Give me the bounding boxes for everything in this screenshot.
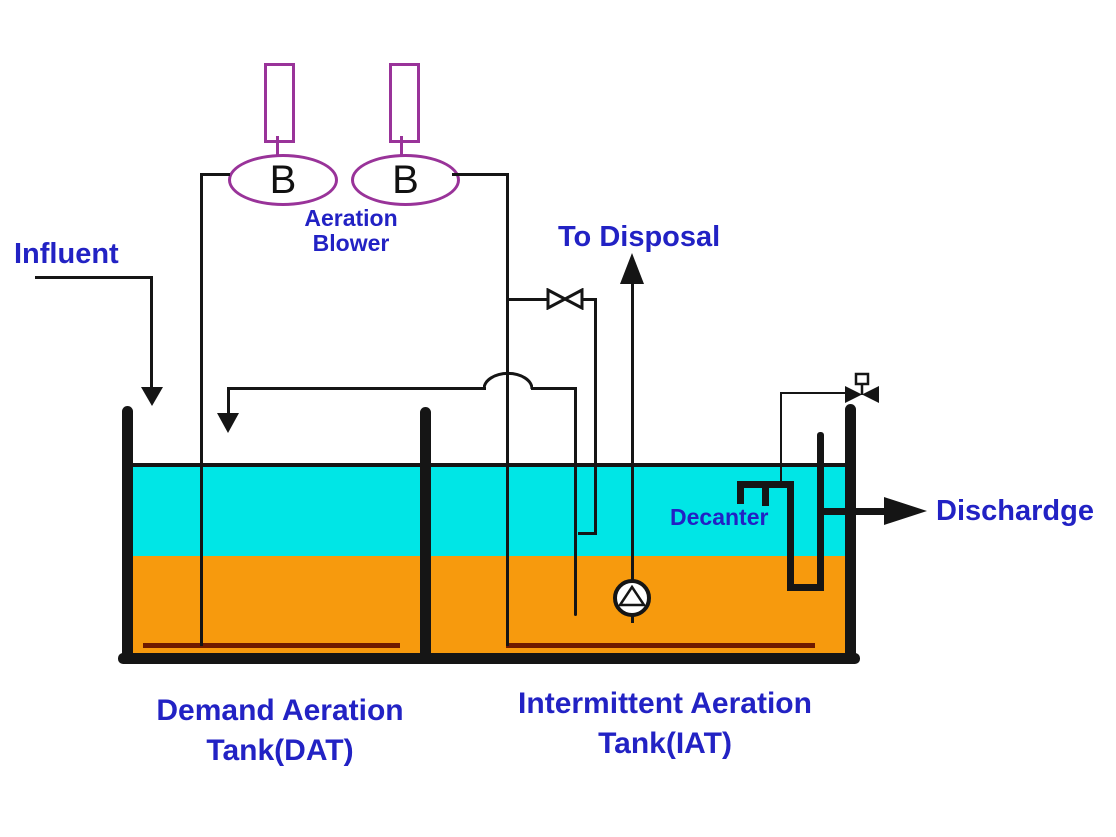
transfer-pipe-left bbox=[228, 387, 486, 390]
blower-right-symbol: B bbox=[351, 154, 460, 206]
blower-right-pipe-horizontal bbox=[452, 173, 509, 176]
decanter-trap-bottom bbox=[787, 584, 824, 591]
dat-tank-label-line1: Demand Aeration bbox=[156, 694, 404, 727]
iat-tank-label: Intermittent Aeration Tank(IAT) bbox=[470, 684, 860, 764]
branch-valve-icon bbox=[546, 288, 584, 310]
influent-arrowhead bbox=[141, 387, 163, 406]
influent-pipe-horizontal bbox=[35, 276, 153, 279]
transfer-return-drop bbox=[227, 387, 230, 414]
water-surface-line bbox=[133, 463, 845, 467]
to-disposal-arrowhead bbox=[620, 253, 644, 284]
decanter-downpipe bbox=[787, 481, 794, 591]
supernatant-layer bbox=[133, 467, 845, 556]
transfer-return-arrowhead bbox=[217, 413, 239, 433]
blower-right-motor bbox=[389, 63, 420, 143]
transfer-pipe-bridge bbox=[483, 371, 533, 390]
branch-pipe-1 bbox=[509, 298, 549, 301]
pump-suction-stub bbox=[631, 614, 634, 623]
blower-left-pipe-vertical bbox=[200, 173, 203, 646]
branch-pipe-down bbox=[594, 298, 597, 535]
aeration-blower-caption: Aeration Blower bbox=[270, 206, 432, 256]
transfer-suction-pipe bbox=[574, 387, 577, 616]
decanter-prong-left bbox=[737, 481, 744, 504]
decanter-label: Decanter bbox=[670, 504, 769, 530]
discharge-label: Dischardge bbox=[936, 495, 1094, 527]
blower-right-label: B bbox=[392, 157, 419, 202]
tank-floor bbox=[118, 653, 860, 664]
branch-pipe-tee bbox=[578, 532, 597, 535]
sludge-layer bbox=[133, 556, 845, 653]
iat-diffuser-header bbox=[506, 643, 815, 648]
tank-wall-left bbox=[122, 406, 133, 664]
dat-diffuser-header bbox=[143, 643, 400, 648]
blower-right-stem bbox=[400, 136, 403, 155]
iat-tank-label-line2: Tank(IAT) bbox=[598, 727, 732, 760]
blower-left-pipe-horizontal bbox=[200, 173, 230, 176]
tank-wall-right bbox=[845, 404, 856, 664]
decanter-valve-icon bbox=[845, 372, 879, 403]
discharge-arrowhead bbox=[884, 497, 927, 525]
decanter-prong-middle bbox=[762, 481, 769, 506]
tank-partition-wall bbox=[420, 407, 431, 664]
blower-right-pipe-vertical bbox=[506, 173, 509, 646]
to-disposal-pipe bbox=[631, 283, 634, 581]
dat-tank-label-line2: Tank(DAT) bbox=[206, 734, 354, 767]
decanter-valve-line-vertical bbox=[780, 393, 782, 481]
blower-left-motor bbox=[264, 63, 295, 143]
blower-left-stem bbox=[276, 136, 279, 155]
blower-left-label: B bbox=[269, 157, 297, 202]
decanter-valve-line-horizontal bbox=[780, 392, 846, 394]
influent-pipe-vertical bbox=[150, 276, 153, 388]
aeration-blower-caption-line1: Aeration bbox=[304, 205, 398, 231]
dat-tank-label: Demand Aeration Tank(DAT) bbox=[110, 691, 450, 771]
influent-label: Influent bbox=[14, 238, 119, 270]
to-disposal-label: To Disposal bbox=[558, 221, 721, 253]
iat-tank-label-line1: Intermittent Aeration bbox=[518, 687, 812, 720]
branch-pipe-2 bbox=[581, 298, 597, 301]
aeration-blower-caption-line2: Blower bbox=[312, 230, 390, 256]
blower-left-symbol: B bbox=[228, 154, 338, 206]
transfer-pipe-right bbox=[531, 387, 576, 390]
pump-icon bbox=[613, 579, 651, 617]
